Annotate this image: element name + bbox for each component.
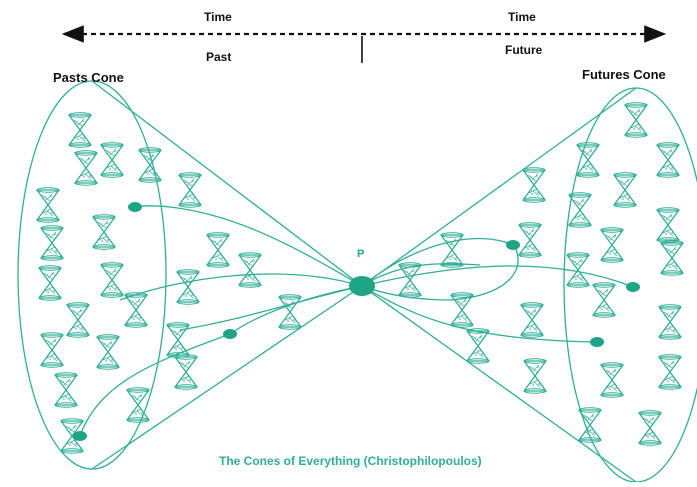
mini-cone-icon: [660, 240, 684, 276]
futures-cone-label: Futures Cone: [582, 67, 666, 82]
time-label-right: Time: [508, 10, 536, 24]
mini-cone-icon: [176, 269, 200, 305]
mini-cone-icon: [440, 232, 464, 268]
pasts-cone: [17, 80, 363, 470]
pasts-cone-label: Pasts Cone: [53, 70, 124, 85]
mini-cone-icon: [518, 222, 542, 258]
mini-cone-icon: [100, 142, 124, 178]
mini-cone-icon: [624, 102, 648, 138]
mini-cone-icon: [54, 372, 78, 408]
mini-cone-icon: [398, 262, 422, 298]
mini-cone-icon: [466, 328, 490, 364]
mini-cone-icon: [658, 304, 682, 340]
mini-cone-icon: [522, 167, 546, 203]
mini-cone-icon: [124, 292, 148, 328]
point-p-label: P: [357, 248, 365, 260]
mini-cone-icon: [523, 358, 547, 394]
mini-cone-icon: [592, 282, 616, 318]
diagram-caption: The Cones of Everything (Christophilopou…: [219, 454, 482, 468]
mini-cone-icon: [100, 262, 124, 298]
mini-cone-icon: [520, 302, 544, 338]
worldlines: [79, 205, 634, 437]
mini-cone-icon: [658, 354, 682, 390]
mini-cone-icon: [174, 354, 198, 390]
mini-cone-icon: [66, 302, 90, 338]
mini-cone-icon: [638, 410, 662, 446]
event-nodes: [73, 202, 640, 441]
mini-cone-icon: [166, 322, 190, 358]
time-label-left: Time: [204, 10, 232, 24]
mini-cone-icon: [613, 172, 637, 208]
point-p-node: [349, 276, 375, 296]
future-label: Future: [505, 43, 543, 57]
mini-cone-icon: [126, 387, 150, 423]
mini-cone-icon: [600, 362, 624, 398]
past-label: Past: [206, 50, 232, 64]
mini-cone-icon: [568, 192, 592, 228]
mini-cone-icon: [278, 294, 302, 330]
mini-cone-icon: [238, 252, 262, 288]
mini-cone-icon: [206, 232, 230, 268]
mini-cone-icon: [656, 207, 680, 243]
mini-cone-icon: [74, 150, 98, 186]
mini-cone-icon: [68, 112, 92, 148]
mini-cone-icon: [36, 187, 60, 223]
mini-cone-icon: [178, 172, 202, 208]
mini-cone-icon: [92, 214, 116, 250]
mini-cone-icon: [96, 334, 120, 370]
mini-cone-icon: [38, 265, 62, 301]
mini-cone-icon: [656, 142, 680, 178]
mini-cone-icon: [600, 227, 624, 263]
mini-cone-icon: [40, 225, 64, 261]
mini-cone-icon: [40, 332, 64, 368]
